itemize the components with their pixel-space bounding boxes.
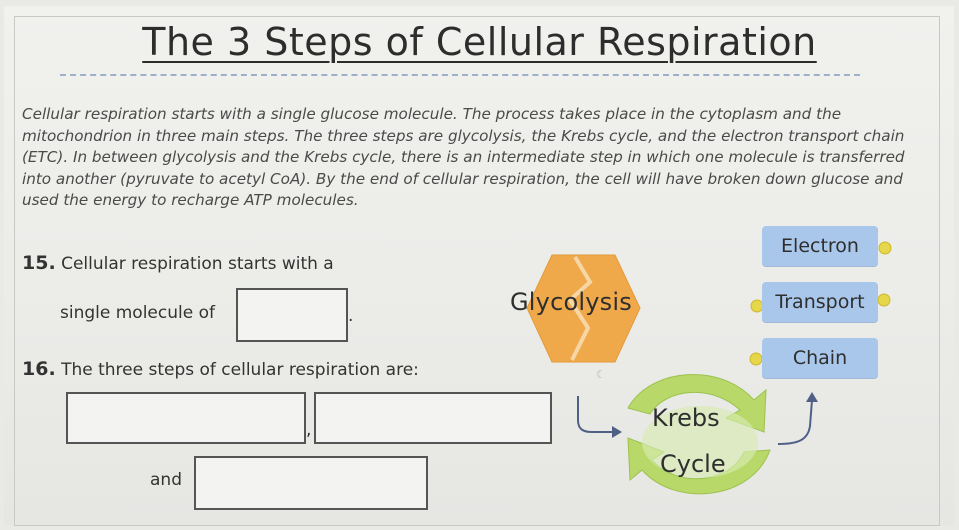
question-15-number: 15. — [22, 252, 56, 274]
etc-label-chain: Chain — [792, 347, 848, 369]
glycolysis-label: Glycolysis — [510, 288, 632, 316]
answer-box-16c[interactable] — [194, 456, 428, 510]
etc-box-electron: Electron — [762, 226, 878, 266]
question-16-text: The three steps of cellular respiration … — [61, 360, 419, 380]
question-16-comma: , — [306, 420, 312, 440]
question-16: 16. The three steps of cellular respirat… — [22, 358, 419, 380]
question-15-line2: single molecule of — [60, 303, 215, 323]
page-title: The 3 Steps of Cellular Respiration — [142, 20, 817, 64]
question-15-line2-text: single molecule of — [60, 303, 215, 323]
page-frame — [14, 16, 940, 526]
etc-box-chain: Chain — [762, 338, 878, 378]
etc-label-electron: Electron — [781, 235, 859, 257]
etc-label-transport: Transport — [775, 291, 865, 313]
answer-box-16a[interactable] — [66, 392, 306, 444]
cycle-label: Cycle — [660, 450, 726, 478]
title-dashed-line — [60, 74, 860, 76]
answer-box-16b[interactable] — [314, 392, 552, 444]
question-15-period: . — [348, 306, 354, 326]
krebs-label: Krebs — [652, 404, 720, 432]
question-15: 15. Cellular respiration starts with a — [22, 252, 334, 274]
answer-box-15[interactable] — [236, 288, 348, 342]
question-16-and: and — [150, 470, 182, 490]
intro-paragraph: Cellular respiration starts with a singl… — [22, 105, 905, 209]
question-16-number: 16. — [22, 358, 56, 380]
etc-box-transport: Transport — [762, 282, 878, 322]
question-15-line1: Cellular respiration starts with a — [61, 254, 334, 274]
